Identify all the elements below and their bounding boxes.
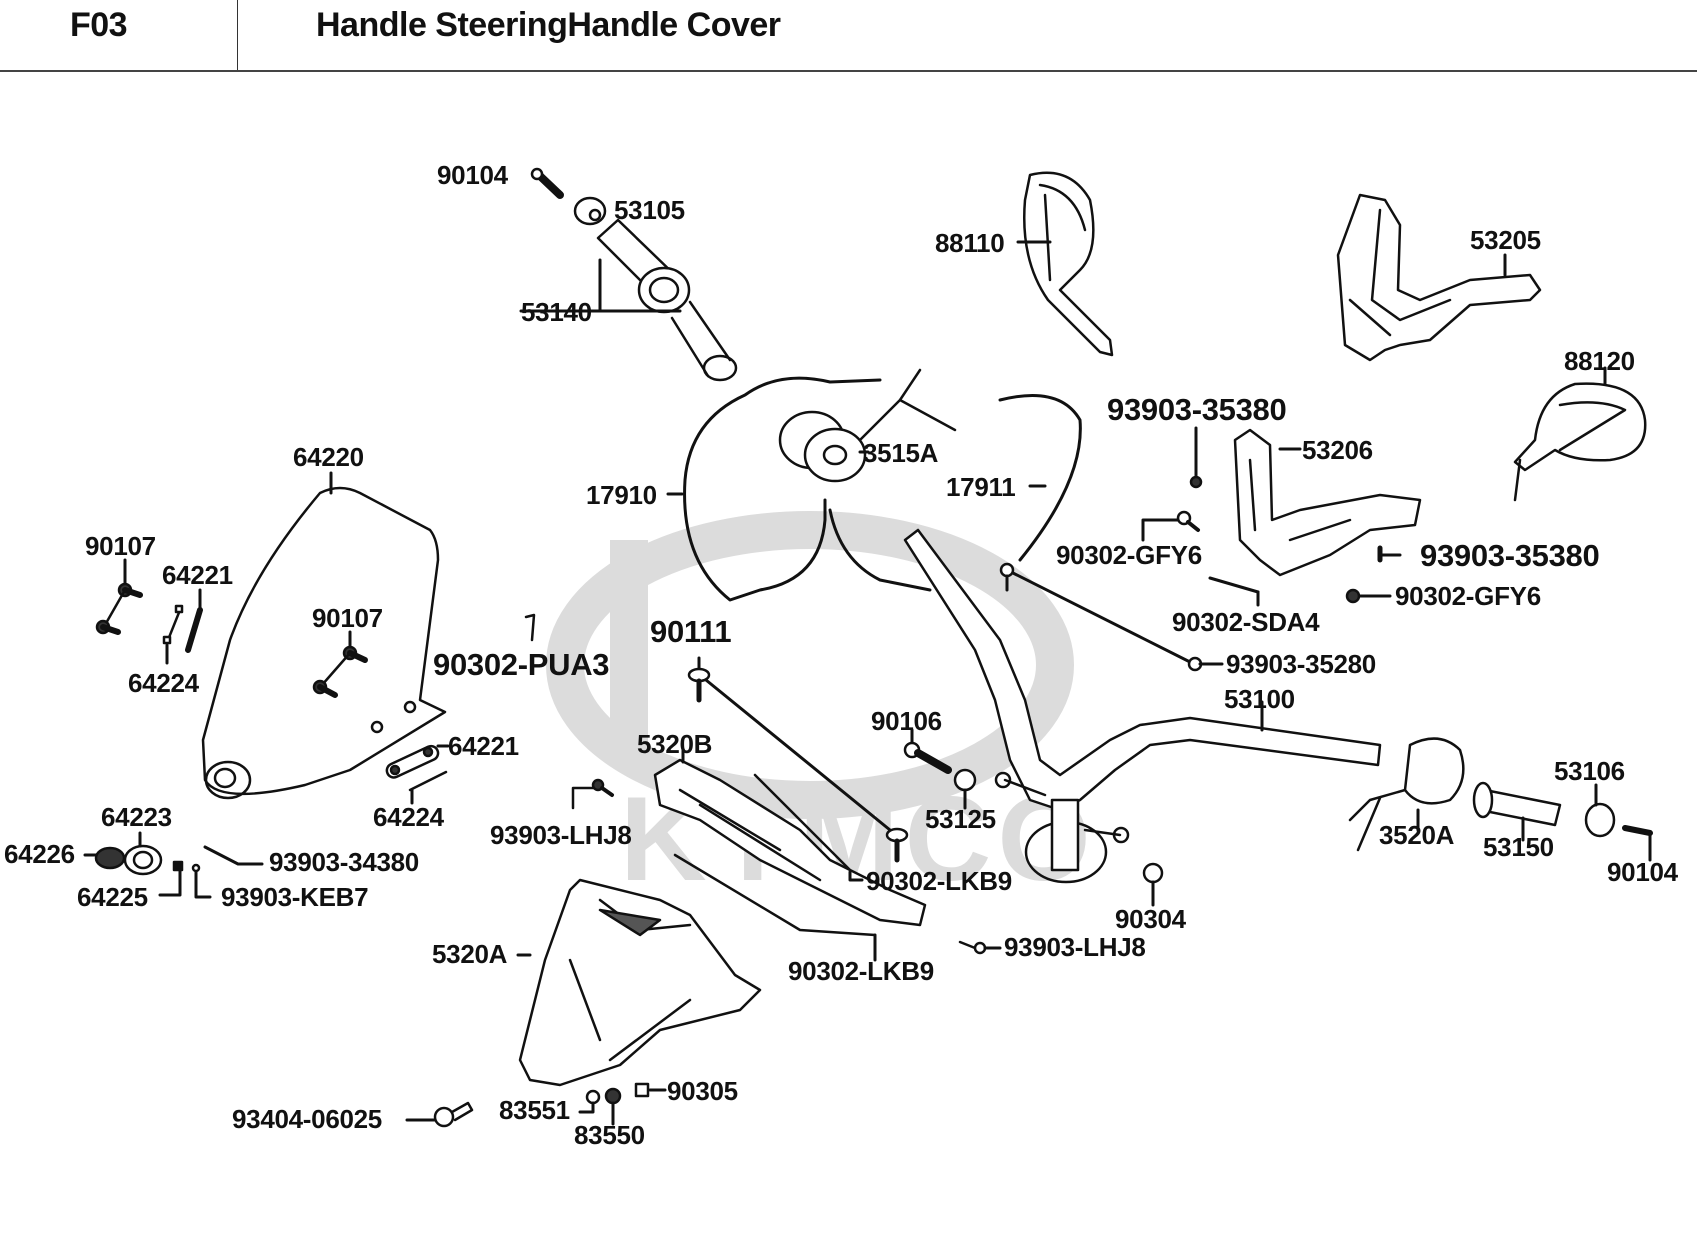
header-divider bbox=[237, 0, 238, 71]
part-label[interactable]: 93404-06025 bbox=[232, 1104, 382, 1134]
part-label[interactable]: 5320A bbox=[432, 939, 508, 969]
screw-35380-left bbox=[1189, 426, 1203, 489]
right-grip-weight bbox=[1584, 783, 1616, 838]
clip-nut-pua3 bbox=[524, 613, 536, 642]
part-label[interactable]: 17910 bbox=[586, 480, 657, 510]
part-label[interactable]: 88110 bbox=[935, 228, 1005, 258]
part-label[interactable]: 53206 bbox=[1302, 435, 1373, 465]
part-label[interactable]: 3520A bbox=[1379, 820, 1455, 850]
part-label[interactable]: 90304 bbox=[1115, 904, 1186, 934]
right-handle-switch bbox=[1348, 737, 1465, 852]
section-code: F03 bbox=[70, 6, 128, 44]
nut-90304 bbox=[1142, 862, 1164, 907]
bolt-93404-06025 bbox=[405, 1101, 474, 1128]
screen-bracket-right bbox=[385, 744, 450, 805]
part-label[interactable]: 90107 bbox=[312, 603, 383, 633]
right-mirror bbox=[1513, 366, 1647, 502]
part-label[interactable]: 90302-PUA3 bbox=[433, 647, 610, 682]
clip-nuts-lkb9 bbox=[673, 773, 877, 962]
screw-35380-right bbox=[1377, 545, 1402, 563]
part-label[interactable]: 64220 bbox=[293, 442, 364, 472]
part-label[interactable]: 64224 bbox=[373, 802, 444, 832]
part-label[interactable]: 93903-LHJ8 bbox=[1004, 932, 1146, 962]
part-label[interactable]: 90104 bbox=[437, 160, 508, 190]
left-grip-weight bbox=[573, 196, 607, 226]
part-label[interactable]: 93903-LHJ8 bbox=[490, 820, 632, 850]
bolt-90111 bbox=[687, 656, 909, 863]
part-label[interactable]: 17911 bbox=[946, 472, 1016, 502]
steering-handlebar bbox=[903, 528, 1382, 884]
part-label[interactable]: 64223 bbox=[101, 802, 172, 832]
part-label[interactable]: 90302-GFY6 bbox=[1395, 581, 1541, 611]
part-label[interactable]: 90302-GFY6 bbox=[1056, 540, 1202, 570]
screw-lhj8-right bbox=[958, 940, 1002, 955]
part-label[interactable]: 93903-KEB7 bbox=[221, 882, 369, 912]
part-label[interactable]: 93903-35380 bbox=[1107, 392, 1287, 427]
handle-inner-cover bbox=[1233, 428, 1422, 577]
part-label[interactable]: 83551 bbox=[499, 1095, 570, 1125]
emblem-parts bbox=[83, 831, 264, 899]
nut-gfy6-left bbox=[1141, 510, 1200, 542]
part-label[interactable]: 90104 bbox=[1607, 857, 1678, 887]
right-grip-end-bolt bbox=[1622, 825, 1653, 862]
handle-front-cover-a bbox=[516, 878, 762, 1087]
handle-rear-cover bbox=[1336, 193, 1542, 362]
part-label[interactable]: 64225 bbox=[77, 882, 148, 912]
left-mirror bbox=[1016, 171, 1114, 357]
part-label[interactable]: 90305 bbox=[667, 1076, 738, 1106]
screw-lhj8-left bbox=[571, 778, 614, 810]
screen-bolts-center bbox=[312, 630, 368, 698]
part-label[interactable]: 3515A bbox=[863, 438, 939, 468]
part-label[interactable]: 64221 bbox=[448, 731, 519, 761]
part-label[interactable]: 90302-SDA4 bbox=[1172, 607, 1320, 637]
part-label[interactable]: 53105 bbox=[614, 195, 685, 225]
part-label[interactable]: 90107 bbox=[85, 531, 156, 561]
page-header: F03 Handle SteeringHandle Cover bbox=[0, 0, 1697, 72]
page-title: Handle SteeringHandle Cover bbox=[316, 6, 781, 44]
part-label[interactable]: 90106 bbox=[871, 706, 942, 736]
part-label[interactable]: 93903-34380 bbox=[269, 847, 419, 877]
bolt-90106 bbox=[903, 728, 952, 774]
part-label[interactable]: 53150 bbox=[1483, 832, 1554, 862]
part-label[interactable]: 53106 bbox=[1554, 756, 1625, 786]
part-label[interactable]: 64226 bbox=[4, 839, 75, 869]
windscreen bbox=[201, 471, 447, 800]
part-label[interactable]: 93903-35280 bbox=[1226, 649, 1376, 679]
screen-bracket-left bbox=[162, 588, 203, 665]
nut-gfy6-right bbox=[1345, 588, 1392, 604]
part-label[interactable]: 88120 bbox=[1564, 346, 1635, 376]
throttle-cable-b bbox=[828, 394, 1082, 592]
part-label[interactable]: 64224 bbox=[128, 668, 199, 698]
left-handle-switch bbox=[778, 368, 957, 483]
left-grip-end-bolt bbox=[530, 167, 564, 199]
part-label[interactable]: 90111 bbox=[650, 614, 732, 649]
throttle-grip bbox=[519, 218, 738, 382]
part-label[interactable]: 90302-LKB9 bbox=[788, 956, 934, 986]
grommet-83550 bbox=[604, 1087, 622, 1126]
part-label[interactable]: 53205 bbox=[1470, 225, 1541, 255]
part-label[interactable]: 53125 bbox=[925, 804, 996, 834]
speed-nut-90305 bbox=[634, 1082, 667, 1098]
screw-35280 bbox=[999, 562, 1224, 672]
part-label[interactable]: 83550 bbox=[574, 1120, 645, 1150]
part-label[interactable]: 64221 bbox=[162, 560, 233, 590]
throttle-cable-a bbox=[666, 376, 882, 602]
part-label[interactable]: 53140 bbox=[521, 297, 592, 327]
right-grip bbox=[1472, 781, 1562, 842]
washer-83551 bbox=[578, 1089, 601, 1114]
header-rule bbox=[0, 70, 1697, 72]
part-label[interactable]: 93903-35380 bbox=[1420, 538, 1600, 573]
handle-front-cover-b bbox=[653, 748, 927, 927]
screen-bolts-left bbox=[95, 558, 143, 635]
part-label[interactable]: 90302-LKB9 bbox=[866, 866, 1012, 896]
part-label[interactable]: 5320B bbox=[637, 729, 713, 759]
clip-sda4 bbox=[1208, 576, 1260, 607]
part-label[interactable]: 53100 bbox=[1224, 684, 1295, 714]
collar-53125 bbox=[953, 768, 977, 810]
